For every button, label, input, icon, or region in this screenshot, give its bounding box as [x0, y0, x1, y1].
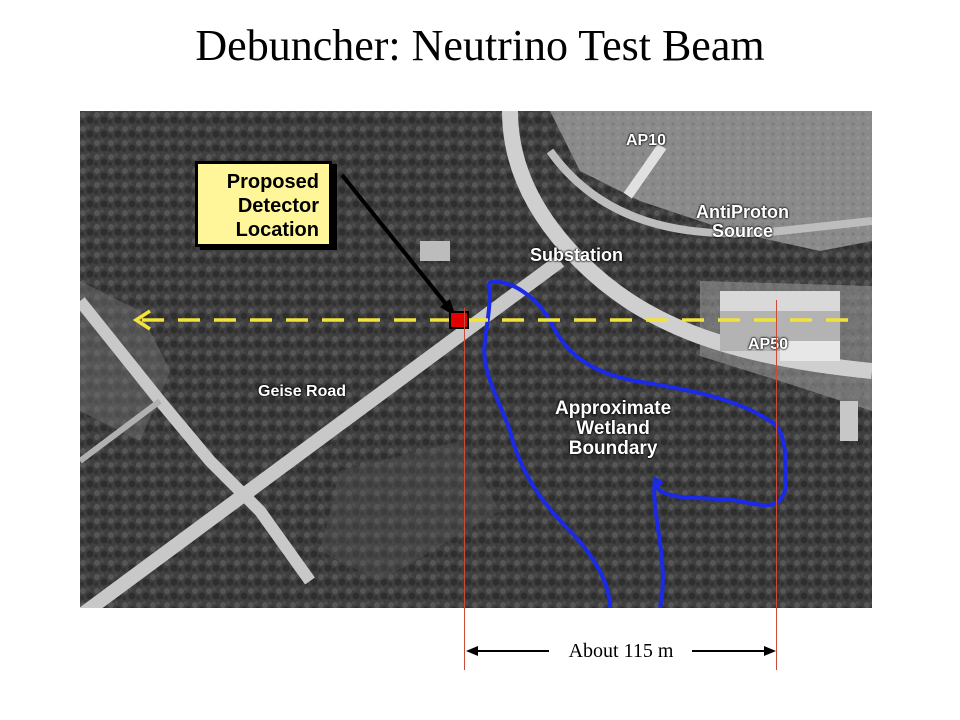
callout-line-3: Location [235, 219, 319, 241]
label-wetland-line-3: Boundary [568, 437, 658, 459]
label-wetland-line-1: Approximate [555, 398, 672, 419]
label-wetland: Approximate Wetland Boundary [555, 399, 671, 459]
beam-arrowhead [132, 309, 151, 331]
distance-arrows [466, 646, 776, 656]
label-geise-road: Geise Road [258, 383, 347, 400]
right-reference-line [776, 300, 777, 670]
label-ap10: AP10 [626, 132, 667, 149]
callout-arrow [340, 173, 452, 311]
distance-label: About 115 m [562, 640, 680, 662]
callout-line-2: Detector [237, 195, 319, 217]
label-antiproton-line-2: Source [711, 220, 773, 241]
label-substation: Substation [530, 245, 623, 265]
wetland-boundary [482, 279, 788, 608]
label-antiproton-source: AntiProton Source [696, 203, 789, 241]
proposed-detector-callout: Proposed Detector Location [195, 161, 332, 247]
distance-measure: About 115 m [464, 636, 778, 666]
label-wetland-line-2: Wetland [576, 417, 650, 439]
aerial-photo [80, 111, 872, 608]
aerial-map: Proposed Detector Location AP10 AntiProt… [80, 111, 872, 608]
left-reference-line [464, 308, 465, 670]
callout-line-1: Proposed [226, 171, 319, 193]
label-antiproton-line-1: AntiProton [696, 202, 789, 222]
label-ap50: AP50 [748, 336, 789, 353]
detector-marker [449, 311, 469, 329]
slide-title: Debuncher: Neutrino Test Beam [195, 21, 765, 70]
